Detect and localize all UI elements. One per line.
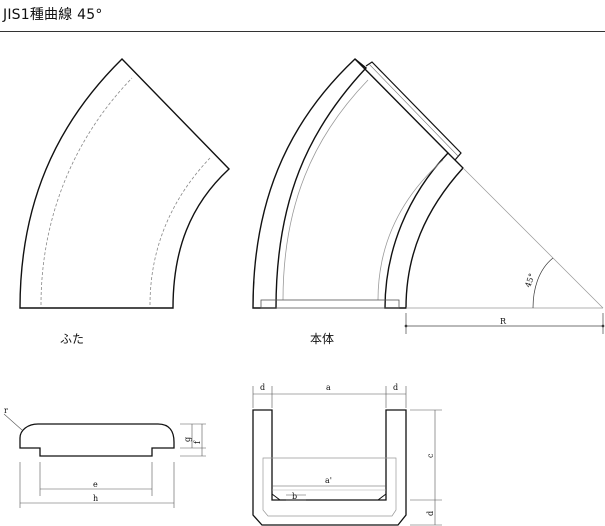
body-outer-wall bbox=[252, 58, 368, 309]
lid-plan-view bbox=[19, 58, 231, 309]
lid-section-dims bbox=[3, 413, 206, 508]
body-section-lining bbox=[262, 457, 397, 517]
lid-section bbox=[19, 423, 175, 457]
body-a-prime-label: a' bbox=[325, 476, 332, 485]
body-a-label: a bbox=[326, 383, 331, 392]
body-end-flange-inner bbox=[368, 63, 459, 157]
angle-label: 45° bbox=[523, 272, 536, 288]
body-end-flange bbox=[365, 61, 462, 161]
body-section bbox=[252, 409, 407, 526]
radius-construction bbox=[406, 167, 604, 309]
body-end-face bbox=[354, 58, 449, 154]
body-base-plate bbox=[260, 299, 400, 309]
lid-h-label: h bbox=[93, 494, 98, 503]
lid-section-outline bbox=[19, 423, 175, 457]
body-inner-wall bbox=[384, 151, 464, 309]
body-channel-floor-inner bbox=[377, 159, 444, 301]
body-b-label: b bbox=[292, 492, 297, 501]
body-section-dims bbox=[252, 386, 442, 526]
body-section-inner bbox=[271, 493, 387, 501]
body-label: 本体 bbox=[310, 332, 334, 346]
angle-arc bbox=[532, 257, 554, 309]
lid-hidden-line-outer bbox=[40, 77, 133, 306]
body-section-outer bbox=[252, 409, 407, 526]
lid-hidden-line-inner bbox=[149, 157, 211, 306]
page-title: JIS1種曲線 45° bbox=[3, 7, 103, 23]
lid-g-label: g bbox=[183, 437, 192, 442]
body-plan-view bbox=[252, 58, 464, 309]
body-d-left-label: d bbox=[260, 383, 265, 392]
body-c-label: c bbox=[426, 453, 435, 458]
lid-outline bbox=[19, 58, 231, 309]
radius-label: R bbox=[500, 317, 507, 326]
radius-dimension bbox=[404, 313, 605, 334]
body-channel-floor-outer bbox=[282, 79, 369, 301]
body-d-right-label: d bbox=[393, 383, 398, 392]
lid-e-label: e bbox=[93, 480, 98, 489]
lid-radius-label: r bbox=[4, 406, 8, 415]
body-d-bottom-label: d bbox=[426, 511, 435, 516]
title-divider bbox=[0, 31, 605, 32]
lid-f-label: f bbox=[193, 440, 202, 444]
lid-label: ふた bbox=[60, 332, 84, 346]
